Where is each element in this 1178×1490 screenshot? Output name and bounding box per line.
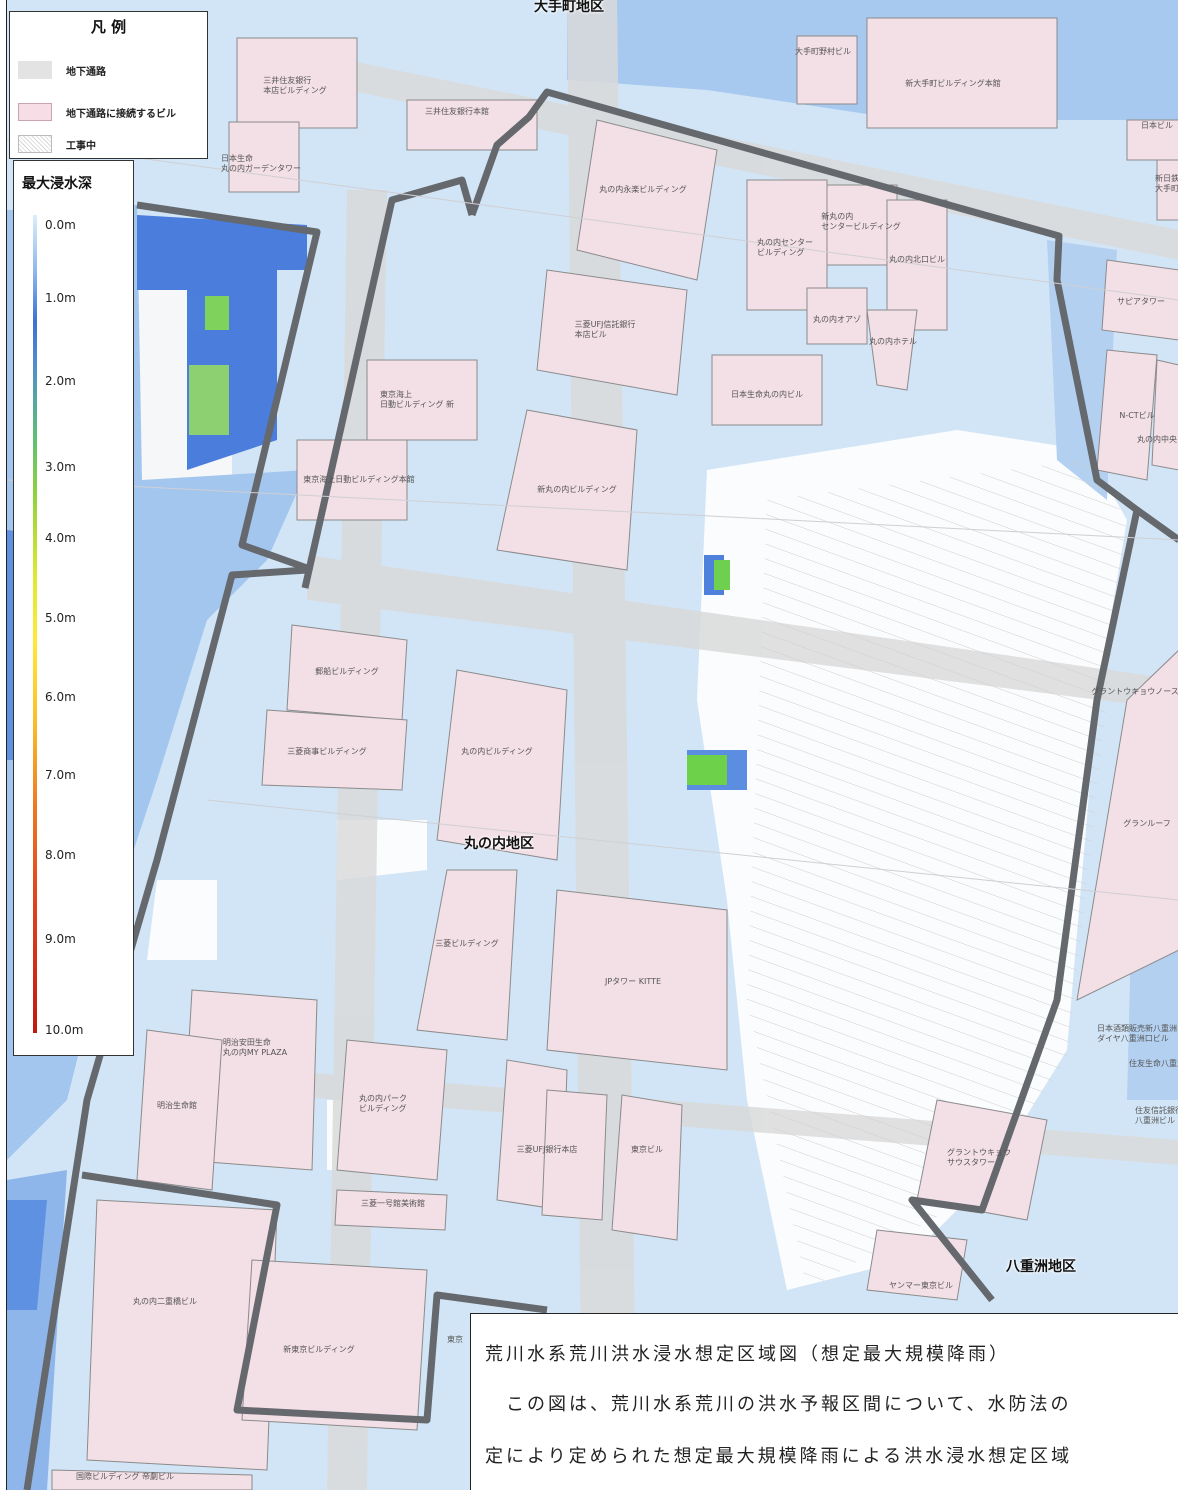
- flood-pixel: [187, 296, 207, 330]
- flood-deep-green: [714, 560, 730, 590]
- depth-tick: 3.0m: [45, 460, 76, 474]
- district-label-marunouchi: 丸の内地区: [464, 836, 534, 852]
- building-label: 明治安田生命丸の内MY PLAZA: [222, 1038, 288, 1057]
- building-label: 東京海上日動ビルディング 新: [380, 390, 454, 409]
- building-label: 三菱商事ビルディング: [287, 747, 367, 756]
- building-label: 新大手町ビルディング本館: [905, 79, 1001, 88]
- legend-label: 工事中: [66, 140, 96, 152]
- depth-tick: 8.0m: [45, 848, 76, 862]
- map-legend: 凡 例 地下通路 地下通路に接続するビル 工事中: [9, 11, 208, 159]
- district-label-otemachi: 大手町地区: [534, 0, 604, 15]
- legend-swatch-underground: [18, 61, 52, 79]
- building-label: 丸の内永楽ビルディング: [599, 185, 687, 194]
- flood-deep-green: [205, 296, 229, 330]
- building-label: 丸の内二重橋ビル: [133, 1297, 197, 1306]
- building-label: 新丸の内ビルディング: [537, 485, 617, 494]
- building-label: 三菱ビルディング: [435, 939, 499, 948]
- depth-scale-title: 最大浸水深: [22, 176, 92, 192]
- building-label: JPタワー KITTE: [604, 977, 662, 986]
- building-label: グラントウキョウノースタワー: [1091, 687, 1178, 696]
- building-label: サピアタワー: [1117, 297, 1165, 306]
- legend-item-underground: 地下通路: [18, 60, 106, 80]
- building-label: 丸の内ホテル: [869, 337, 917, 346]
- depth-tick: 9.0m: [45, 932, 76, 946]
- building-label: 丸の内オアゾ: [813, 315, 861, 324]
- note-body-line: 定により定められた想定最大規模降雨による洪水浸水想定区域: [485, 1446, 1073, 1467]
- depth-tick: 10.0m: [45, 1023, 84, 1037]
- building-label: 三菱UFJ信託銀行本店ビル: [574, 320, 636, 339]
- building-label: 明治生命館: [157, 1101, 197, 1110]
- building-label: 住友信託銀行八重洲ビル: [1135, 1106, 1178, 1125]
- building-label: 丸の内パークビルディング: [359, 1094, 407, 1113]
- building-label: グラントウキョウサウスタワー: [947, 1148, 1011, 1167]
- depth-tick: 6.0m: [45, 690, 76, 704]
- map-note: 荒川水系荒川洪水浸水想定区域図（想定最大規模降雨） この図は、荒川水系荒川の洪水…: [470, 1313, 1178, 1490]
- building-label: 郵船ビルディング: [315, 667, 379, 676]
- flood-map[interactable]: [7, 0, 1178, 1490]
- building-label: グランルーフ: [1123, 819, 1171, 828]
- building-label: 東京海上日動ビルディング本館: [303, 475, 415, 484]
- building-label: 丸の内中央: [1137, 435, 1177, 444]
- building-label: 新丸の内センタービルディング: [821, 212, 901, 231]
- legend-item-connected-building: 地下通路に接続するビル: [18, 102, 176, 122]
- flood-deep-green: [189, 365, 229, 435]
- building-label: 丸の内ビルディング: [461, 747, 533, 756]
- depth-tick: 0.0m: [45, 218, 76, 232]
- map-frame: 三井住友銀行本店ビルディング 大手町野村ビル 新大手町ビルディング本館 三井住友…: [6, 0, 1178, 1490]
- depth-tick: 2.0m: [45, 374, 76, 388]
- note-body-line: この図は、荒川水系荒川の洪水予報区間について、水防法の: [485, 1394, 1072, 1415]
- building-label: 三井住友銀行本館: [425, 107, 489, 116]
- building-label: N-CTビル: [1119, 411, 1155, 420]
- building-label: 国際ビルディング 帝劇ビル: [76, 1472, 174, 1481]
- building-label: 丸の内北口ビル: [889, 255, 945, 264]
- depth-tick: 5.0m: [45, 611, 76, 625]
- depth-tick: 7.0m: [45, 768, 76, 782]
- building-label: 東京: [447, 1335, 463, 1344]
- depth-tick: 1.0m: [45, 291, 76, 305]
- legend-label: 地下通路に接続するビル: [66, 108, 176, 120]
- buildings[interactable]: [51, 17, 1178, 1490]
- legend-label: 地下通路: [66, 66, 106, 78]
- building-label: 日本酒類販売新八重洲ダイヤ八重洲口ビル: [1097, 1024, 1177, 1043]
- building-label: 日本生命丸の内ビル: [731, 390, 803, 399]
- flood-deep-green: [687, 755, 727, 785]
- legend-title: 凡 例: [90, 18, 127, 36]
- depth-scale: 最大浸水深 0.0m 1.0m 2.0m 3.0m 4.0m 5.0m 6.0m…: [13, 160, 134, 1056]
- building-label: ヤンマー東京ビル: [889, 1281, 953, 1290]
- building-label: 三菱UFJ銀行本店: [516, 1145, 578, 1154]
- depth-color-bar: [33, 215, 37, 1033]
- building-label: 三菱一号館美術館: [361, 1199, 425, 1208]
- building-label: 大手町野村ビル: [795, 47, 851, 56]
- building-label: 東京ビル: [631, 1145, 663, 1154]
- building-label: 丸の内センタービルディング: [757, 238, 813, 257]
- building-label: 新東京ビルディング: [283, 1345, 355, 1354]
- building-label: 日本ビル: [1141, 121, 1173, 130]
- legend-item-construction: 工事中: [18, 134, 96, 154]
- roads: [7, 139, 1178, 901]
- dry-area-west-1: [147, 820, 427, 1170]
- building-label: 日本生命丸の内ガーデンタワー: [221, 154, 301, 173]
- building-label: 三井住友銀行本店ビルディング: [263, 76, 327, 95]
- building-label: 住友生命八重洲: [1129, 1059, 1178, 1068]
- flood-area-deep: [137, 215, 307, 470]
- note-title: 荒川水系荒川洪水浸水想定区域図（想定最大規模降雨）: [485, 1344, 1010, 1365]
- district-label-yaesu: 八重洲地区: [1006, 1259, 1076, 1275]
- legend-swatch-construction: [18, 135, 52, 153]
- depth-tick: 4.0m: [45, 531, 76, 545]
- building-label: 新日鉄大手町: [1155, 174, 1178, 193]
- legend-swatch-building: [18, 103, 52, 121]
- district-boundaries: [23, 88, 1178, 1490]
